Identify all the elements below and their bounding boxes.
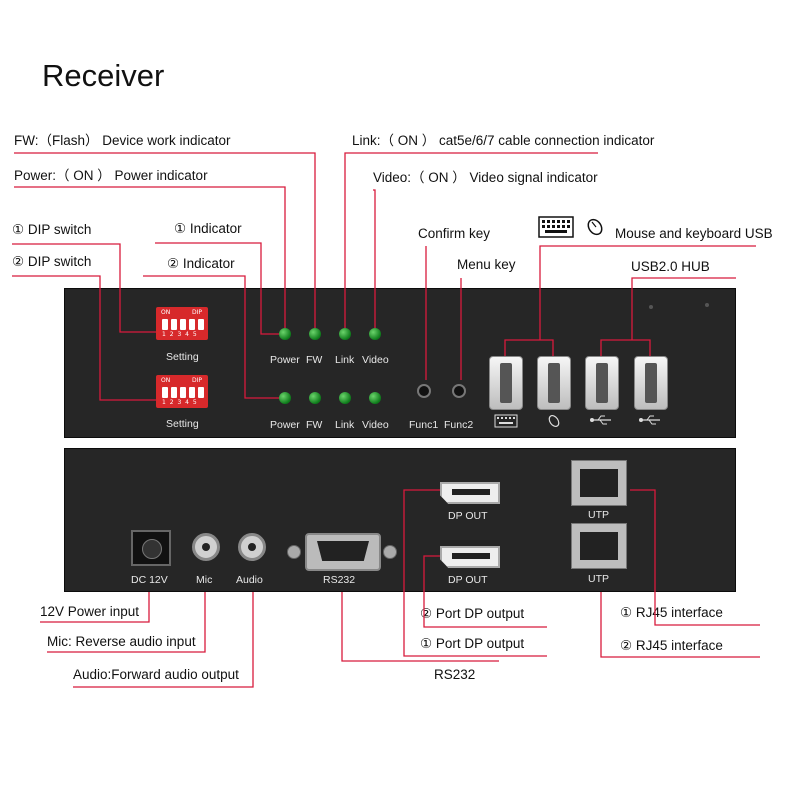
keyboard-icon [538, 216, 574, 238]
usb-icon [590, 415, 611, 425]
screw [383, 545, 397, 559]
mouse-icon [548, 414, 560, 428]
screw-hole [705, 303, 709, 307]
dc-power-jack[interactable] [131, 530, 171, 566]
setting-label-1: Setting [166, 351, 199, 363]
rj2-annotation: ② RJ45 interface [620, 638, 723, 653]
mic-annotation: Mic: Reverse audio input [47, 634, 196, 649]
mic-label: Mic [196, 574, 213, 586]
dip-on-label: ON [161, 377, 171, 384]
fw-led-1 [309, 328, 321, 340]
confirm-key-annotation: Confirm key [418, 226, 491, 241]
dip-switch-2[interactable]: ON DIP 1 2 3 4 5 [156, 375, 208, 408]
rj45-port-1[interactable] [571, 460, 627, 506]
screw [287, 545, 301, 559]
power-annotation: Power:（ ON ） Power indicator [14, 168, 208, 183]
rs232-port[interactable] [305, 533, 381, 571]
screw-hole [649, 305, 653, 309]
usb-mouse-port[interactable] [537, 356, 571, 410]
indicator2-annotation: ② Indicator [167, 256, 235, 271]
indicator1-annotation: ① Indicator [174, 221, 242, 236]
dc-12v-label: DC 12V [131, 574, 168, 586]
dp-out-port-1[interactable] [440, 482, 500, 504]
usb-hub-port-1[interactable] [585, 356, 619, 410]
video-annotation: Video:（ ON ） Video signal indicator [373, 170, 598, 185]
led-label-power: Power [270, 419, 300, 431]
mouse-icon [587, 218, 603, 236]
setting-label-2: Setting [166, 418, 199, 430]
audio-annotation: Audio:Forward audio output [73, 667, 239, 682]
power-input-annotation: 12V Power input [40, 604, 140, 619]
video-led-2 [369, 392, 381, 404]
led-label-link: Link [335, 419, 355, 431]
dip2-annotation: ② DIP switch [12, 254, 92, 269]
power-led-1 [279, 328, 291, 340]
rj45-port-2[interactable] [571, 523, 627, 569]
led-label-video: Video [362, 419, 389, 431]
page-title: Receiver [42, 58, 165, 93]
dip-dip-label: DIP [192, 377, 203, 384]
usb-hub-port-2[interactable] [634, 356, 668, 410]
dp-out-port-2[interactable] [440, 546, 500, 568]
dip-dip-label: DIP [192, 309, 203, 316]
dp-out-label-2: DP OUT [448, 574, 488, 586]
usb-keyboard-port[interactable] [489, 356, 523, 410]
led-label-link: Link [335, 354, 355, 366]
rs232-label: RS232 [323, 574, 356, 586]
dip-numbers: 1 2 3 4 5 [162, 331, 198, 338]
fw-annotation: FW:（Flash） Device work indicator [14, 133, 231, 148]
link-annotation: Link:（ ON ） cat5e/6/7 cable connection i… [352, 133, 655, 148]
led-label-fw: FW [306, 354, 323, 366]
audio-jack[interactable] [238, 533, 266, 561]
dp2-annotation: ② Port DP output [420, 606, 525, 621]
usb-hub-annotation: USB2.0 HUB [631, 259, 710, 274]
func1-label: Func1 [409, 419, 439, 431]
utp-label-1: UTP [588, 509, 609, 521]
led-label-video: Video [362, 354, 389, 366]
menu-button[interactable] [452, 384, 466, 398]
dip-numbers: 1 2 3 4 5 [162, 399, 198, 406]
utp-label-2: UTP [588, 573, 609, 585]
dp-out-label-1: DP OUT [448, 510, 488, 522]
keyboard-icon [494, 414, 518, 428]
usb-icon [639, 415, 660, 425]
led-label-fw: FW [306, 419, 323, 431]
dip1-annotation: ① DIP switch [12, 222, 92, 237]
dp1-annotation: ① Port DP output [420, 636, 525, 651]
dip-switch-1[interactable]: ON DIP 1 2 3 4 5 [156, 307, 208, 340]
power-led-2 [279, 392, 291, 404]
confirm-button[interactable] [417, 384, 431, 398]
fw-led-2 [309, 392, 321, 404]
rj1-annotation: ① RJ45 interface [620, 605, 723, 620]
link-led-2 [339, 392, 351, 404]
rs232-annotation: RS232 [434, 667, 476, 682]
mic-jack[interactable] [192, 533, 220, 561]
audio-label: Audio [236, 574, 263, 586]
link-led-1 [339, 328, 351, 340]
video-led-1 [369, 328, 381, 340]
led-label-power: Power [270, 354, 300, 366]
menu-key-annotation: Menu key [457, 257, 516, 272]
func2-label: Func2 [444, 419, 474, 431]
dip-on-label: ON [161, 309, 171, 316]
mouse-keyboard-usb-annotation: Mouse and keyboard USB [615, 226, 773, 241]
